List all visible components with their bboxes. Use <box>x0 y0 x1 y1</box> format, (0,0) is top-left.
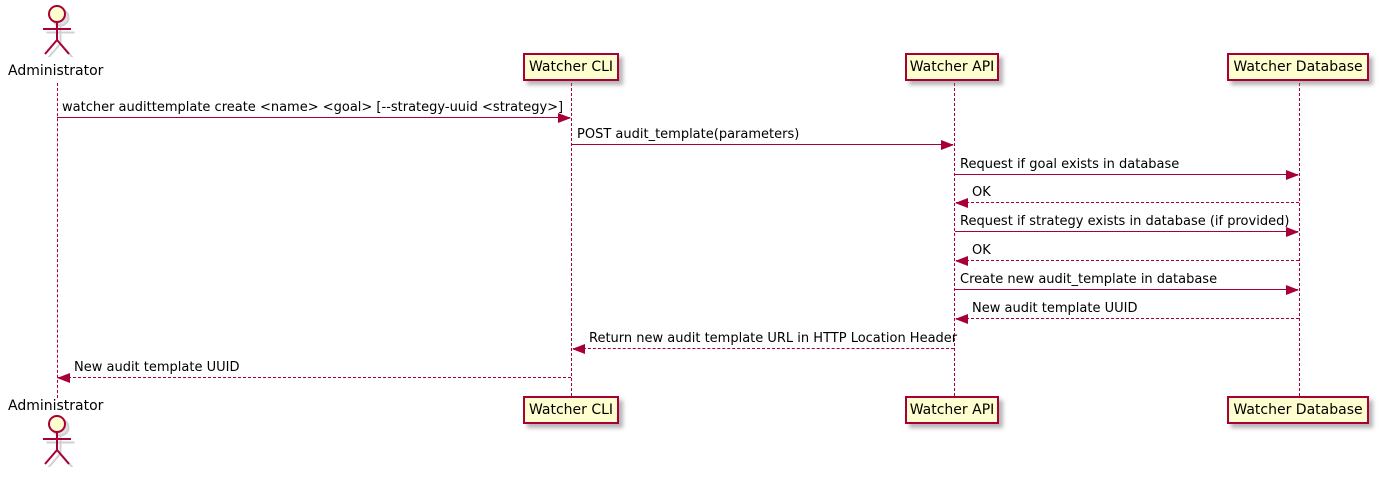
arrowhead-icon <box>1286 170 1299 180</box>
message-ok-strategy: OK <box>955 243 1299 266</box>
actor-icon <box>36 3 80 61</box>
message-arrow <box>572 140 954 150</box>
actor-icon <box>36 413 80 471</box>
arrowhead-icon <box>572 344 585 354</box>
arrowhead-icon <box>941 140 954 150</box>
arrowhead-icon <box>1286 285 1299 295</box>
participant-watcher-api-top: Watcher API <box>905 53 999 81</box>
message-label: POST audit_template(parameters) <box>577 127 800 142</box>
message-label: watcher audittemplate create <name> <goa… <box>62 100 564 115</box>
message-arrow <box>57 113 571 123</box>
participant-label: Watcher CLI <box>528 59 614 75</box>
message-label: OK <box>972 243 991 258</box>
message-ok-goal: OK <box>955 185 1299 208</box>
message-label: OK <box>972 185 991 200</box>
message-arrow <box>955 198 1299 208</box>
participant-watcher-api-bottom: Watcher API <box>905 396 999 424</box>
message-arrow <box>955 227 1299 237</box>
message-label: Return new audit template URL in HTTP Lo… <box>589 331 958 346</box>
participant-watcher-cli-top: Watcher CLI <box>523 53 619 81</box>
message-new-uuid-db: New audit template UUID <box>955 301 1299 324</box>
participant-watcher-cli-bottom: Watcher CLI <box>523 396 619 424</box>
participant-watcher-database-top: Watcher Database <box>1227 53 1369 81</box>
message-label: Request if strategy exists in database (… <box>960 214 1290 229</box>
message-label: Create new audit_template in database <box>960 272 1218 287</box>
message-arrow <box>57 373 571 383</box>
message-label: Request if goal exists in database <box>960 157 1180 172</box>
actor-label-top: Administrator <box>8 63 104 79</box>
lifeline-administrator <box>57 83 58 398</box>
lifeline-watcher-api <box>954 83 955 396</box>
message-request-strategy-exists: Request if strategy exists in database (… <box>955 214 1299 237</box>
actor-label-bottom: Administrator <box>8 398 104 414</box>
message-create-audittemplate: watcher audittemplate create <name> <goa… <box>57 100 571 123</box>
participant-label: Watcher Database <box>1233 59 1363 75</box>
message-create-audit-template-db: Create new audit_template in database <box>955 272 1299 295</box>
arrowhead-icon <box>955 314 968 324</box>
message-label: New audit template UUID <box>972 301 1138 316</box>
participant-label: Watcher CLI <box>528 402 614 418</box>
participant-label: Watcher API <box>909 59 995 75</box>
participant-label: Watcher API <box>909 402 995 418</box>
message-label: New audit template UUID <box>74 360 240 375</box>
arrowhead-icon <box>1286 227 1299 237</box>
message-arrow <box>955 256 1299 266</box>
message-new-uuid-admin: New audit template UUID <box>57 360 571 383</box>
arrowhead-icon <box>955 256 968 266</box>
participant-watcher-database-bottom: Watcher Database <box>1227 396 1369 424</box>
message-arrow <box>955 285 1299 295</box>
arrowhead-icon <box>955 198 968 208</box>
message-post-audit-template: POST audit_template(parameters) <box>572 127 954 150</box>
participant-label: Watcher Database <box>1233 402 1363 418</box>
message-return-url-location-header: Return new audit template URL in HTTP Lo… <box>572 331 958 354</box>
arrowhead-icon <box>558 113 571 123</box>
message-arrow <box>955 314 1299 324</box>
message-arrow <box>572 344 954 354</box>
arrowhead-icon <box>57 373 70 383</box>
lifeline-watcher-cli <box>571 83 572 396</box>
lifeline-watcher-database <box>1299 83 1300 396</box>
message-arrow <box>955 170 1299 180</box>
message-request-goal-exists: Request if goal exists in database <box>955 157 1299 180</box>
